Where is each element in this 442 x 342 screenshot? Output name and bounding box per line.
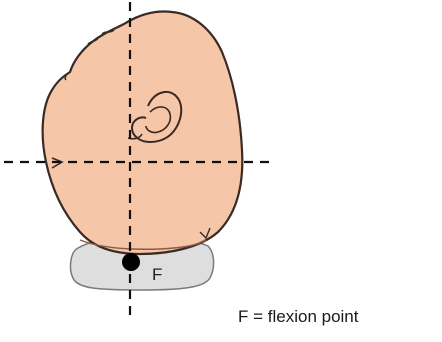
flexion-point-label: F [152, 265, 162, 284]
flexion-point [122, 253, 140, 271]
fetal-head [43, 12, 243, 255]
legend-text: F = flexion point [238, 307, 359, 327]
